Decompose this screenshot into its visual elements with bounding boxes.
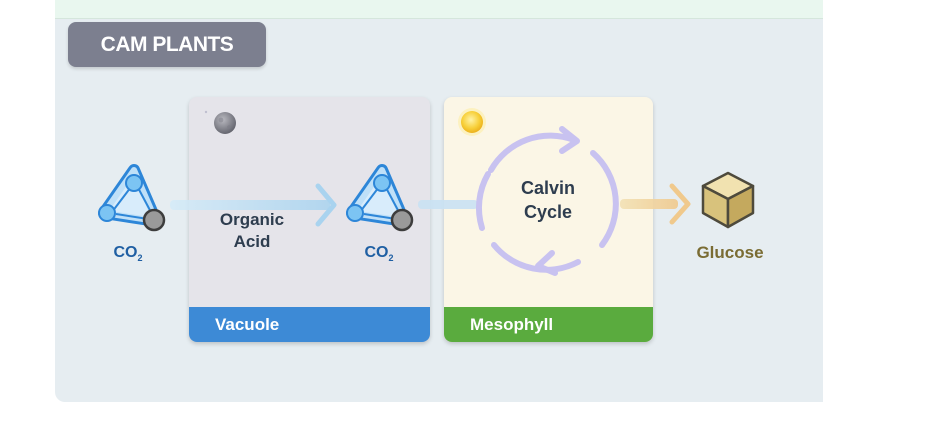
sun-icon bbox=[458, 108, 486, 136]
calvin-cycle-label: Calvin Cycle bbox=[498, 176, 598, 225]
section-title: CAM PLANTS bbox=[100, 32, 234, 56]
calvin-cycle-line1: Calvin bbox=[520, 178, 576, 198]
calvin-cycle-arrows bbox=[475, 126, 619, 276]
glucose-cube-icon bbox=[701, 171, 755, 229]
arrow-to-glucose bbox=[620, 183, 691, 225]
co2-left-text: CO bbox=[113, 244, 138, 261]
mesophyll-footer: Mesophyll bbox=[444, 307, 653, 342]
co2-label-left: CO2 bbox=[106, 243, 150, 265]
arrow-co2-to-vacuole bbox=[170, 183, 337, 227]
arrow-co2-to-mesophyll bbox=[418, 200, 478, 209]
moon-icon bbox=[204, 110, 236, 134]
organic-acid-label: Organic Acid bbox=[200, 209, 304, 253]
co2-molecule-icon-left bbox=[98, 164, 166, 232]
mesophyll-label: Mesophyll bbox=[470, 314, 554, 334]
co2-molecule-icon-mid bbox=[346, 164, 414, 232]
previous-section-edge bbox=[55, 0, 823, 19]
co2-left-subscript: 2 bbox=[137, 253, 143, 264]
co2-mid-text: CO bbox=[364, 244, 389, 261]
glucose-label: Glucose bbox=[696, 243, 764, 262]
organic-acid-line1: Organic bbox=[219, 210, 285, 229]
vacuole-label: Vacuole bbox=[215, 314, 280, 334]
calvin-cycle-line2: Cycle bbox=[523, 202, 573, 223]
organic-acid-line2: Acid bbox=[233, 232, 271, 252]
co2-label-mid: CO2 bbox=[357, 243, 401, 265]
vacuole-footer: Vacuole bbox=[189, 307, 430, 342]
co2-mid-subscript: 2 bbox=[388, 253, 394, 264]
section-tag: CAM PLANTS bbox=[68, 22, 266, 67]
